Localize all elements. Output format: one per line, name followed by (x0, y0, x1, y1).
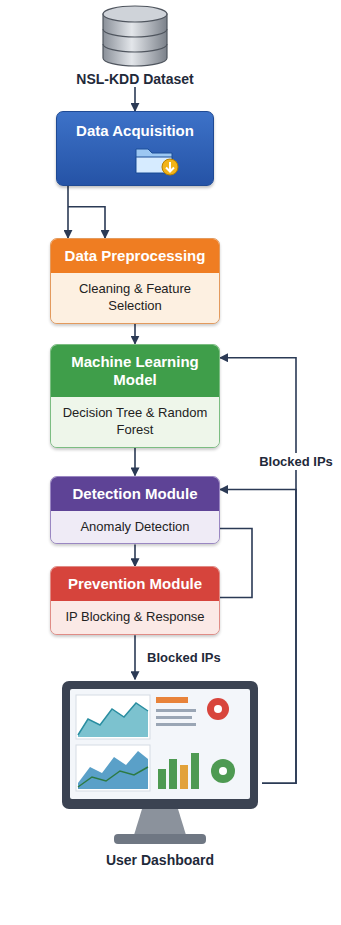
connector-line (68, 207, 105, 238)
edge-label: Blocked IPs (257, 453, 335, 470)
connector-line (134, 448, 136, 476)
process-box: Detection ModuleAnomaly Detection (50, 476, 220, 545)
database-node: NSL-KDD Dataset (65, 4, 205, 87)
box-title: Prevention Module (59, 575, 211, 593)
connector (135, 635, 136, 679)
database-icon (100, 4, 170, 68)
edge-label: Blocked IPs (145, 649, 223, 666)
connector (135, 87, 136, 111)
connector (135, 448, 136, 476)
node-label: NSL-KDD Dataset (65, 71, 205, 87)
process-box: Data PreprocessingCleaning & Feature Sel… (50, 238, 220, 324)
connector-line (134, 324, 136, 344)
box-body: Anomaly Detection (61, 519, 209, 536)
box-title: Detection Module (59, 485, 211, 503)
node-label: User Dashboard (58, 852, 262, 868)
connector-line (220, 528, 252, 597)
connector-line (134, 544, 136, 566)
box-title: Machine Learning Model (59, 353, 211, 389)
box-body: Cleaning & Feature Selection (61, 281, 209, 315)
monitor-illustration (58, 679, 262, 849)
process-box: Prevention Module IP Blocking & Response (50, 566, 220, 635)
box-title: Data Preprocessing (59, 247, 211, 265)
connector (135, 544, 136, 566)
connector-line (67, 186, 69, 238)
connector (68, 186, 105, 238)
box-body: IP Blocking & Response (61, 609, 209, 626)
connector-line (134, 87, 136, 111)
connector-line (134, 635, 136, 679)
connector (220, 528, 252, 597)
box-body: Decision Tree & Random Forest (61, 405, 209, 439)
process-box: Data Acquisition (56, 111, 214, 186)
connector (135, 324, 136, 344)
folder-icon (134, 143, 180, 177)
box-title: Data Acquisition (76, 122, 194, 139)
process-box: Machine Learning ModelDecision Tree & Ra… (50, 344, 220, 448)
dashboard-node: User Dashboard (58, 679, 262, 868)
